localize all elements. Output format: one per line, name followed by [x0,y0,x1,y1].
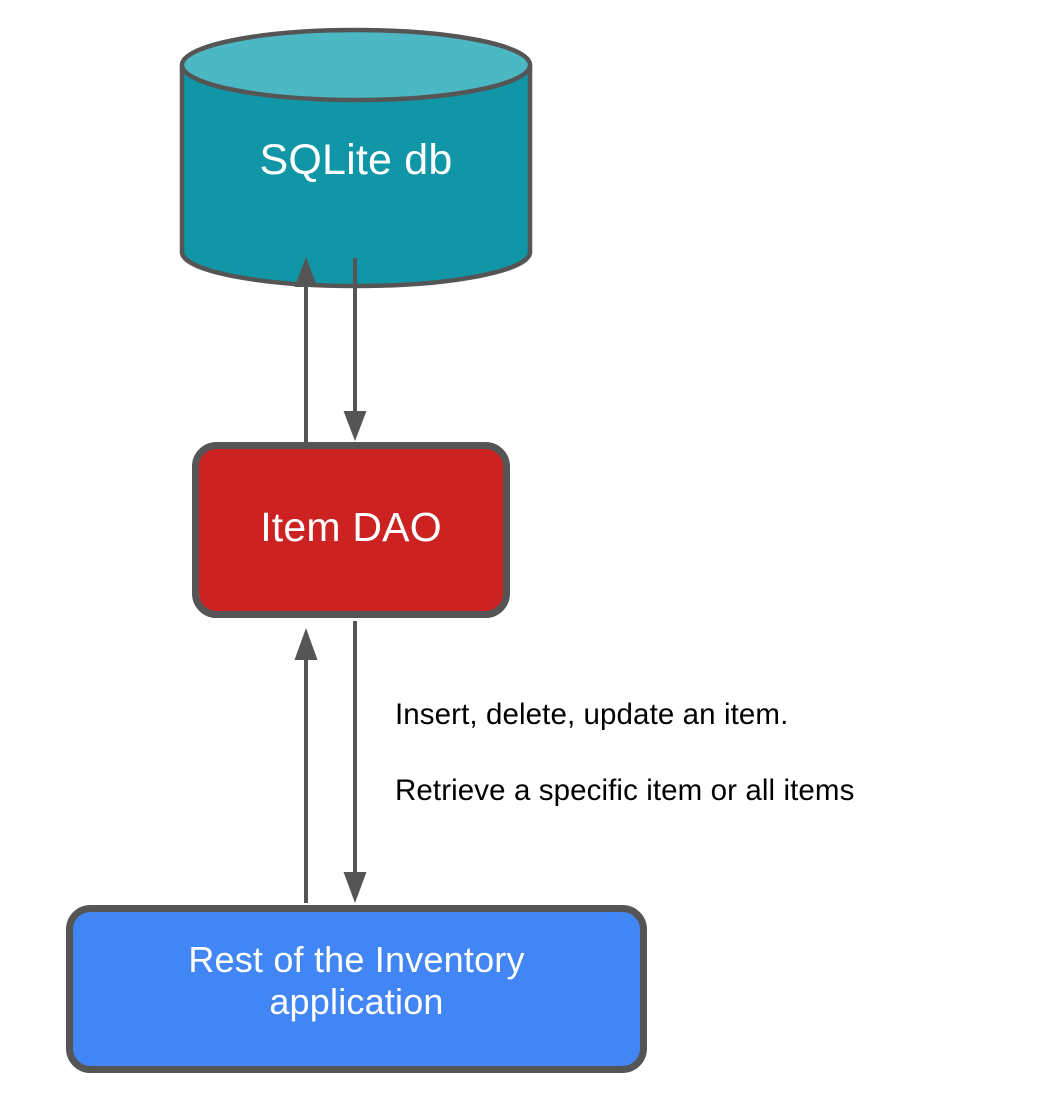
arrowhead-up-icon [294,257,318,287]
edge-dao-to-app [343,621,367,903]
cylinder-body [182,65,530,286]
node-sqlite-db[interactable] [179,27,533,289]
dao-box [192,442,510,618]
node-item-dao[interactable] [192,442,510,618]
arrowhead-down-icon [343,411,367,441]
cylinder-top-ellipse [179,27,533,103]
edge-db-to-dao [343,258,367,441]
node-inventory-app[interactable] [66,905,647,1073]
edge-label-retrieval: Retrieve a specific item or all items [395,774,855,807]
edge-dao-to-db [294,257,318,442]
arrowhead-up-icon [294,628,318,660]
arrowhead-down-icon [343,872,367,903]
edge-app-to-dao [294,628,318,903]
app-box [66,905,647,1073]
edge-label-operations: Insert, delete, update an item. [395,698,789,731]
